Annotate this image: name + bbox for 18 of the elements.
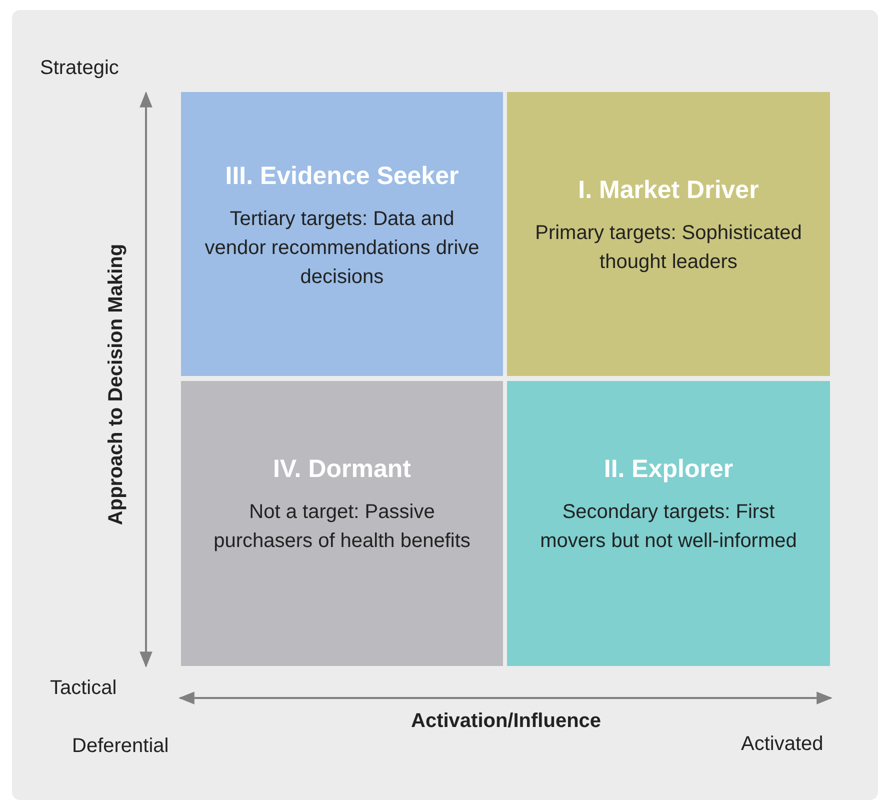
quadrant-box [507, 381, 830, 666]
quadrant-description: Primary targets: Sophisticated thought leaders [534, 221, 803, 275]
quadrant-box [181, 92, 503, 376]
quadrant-box [181, 381, 503, 666]
axis-end-label: Strategic [40, 57, 119, 80]
quadrant-description: Secondary targets: First movers but not well-informed [539, 500, 798, 554]
quadrant-title: III. Evidence Seeker [225, 162, 459, 191]
quadrant-title: I. Market Driver [578, 176, 759, 205]
axis-end-label: Tactical [50, 677, 117, 700]
axis-end-label: Deferential [72, 735, 169, 758]
quadrant-description: Not a target: Passive purchasers of health benefits [212, 500, 472, 554]
quadrant-box [507, 92, 830, 376]
quadrant-title: IV. Dormant [272, 455, 411, 484]
axis-title: Activation/Influence [411, 710, 602, 733]
quadrant-description: Tertiary targets: Data and vendor recommendations drive decisions [204, 207, 480, 290]
quadrant-title: II. Explorer [604, 455, 734, 484]
axis-title: Approach to Decision Making [104, 243, 128, 525]
axis-end-label: Activated [741, 733, 824, 756]
